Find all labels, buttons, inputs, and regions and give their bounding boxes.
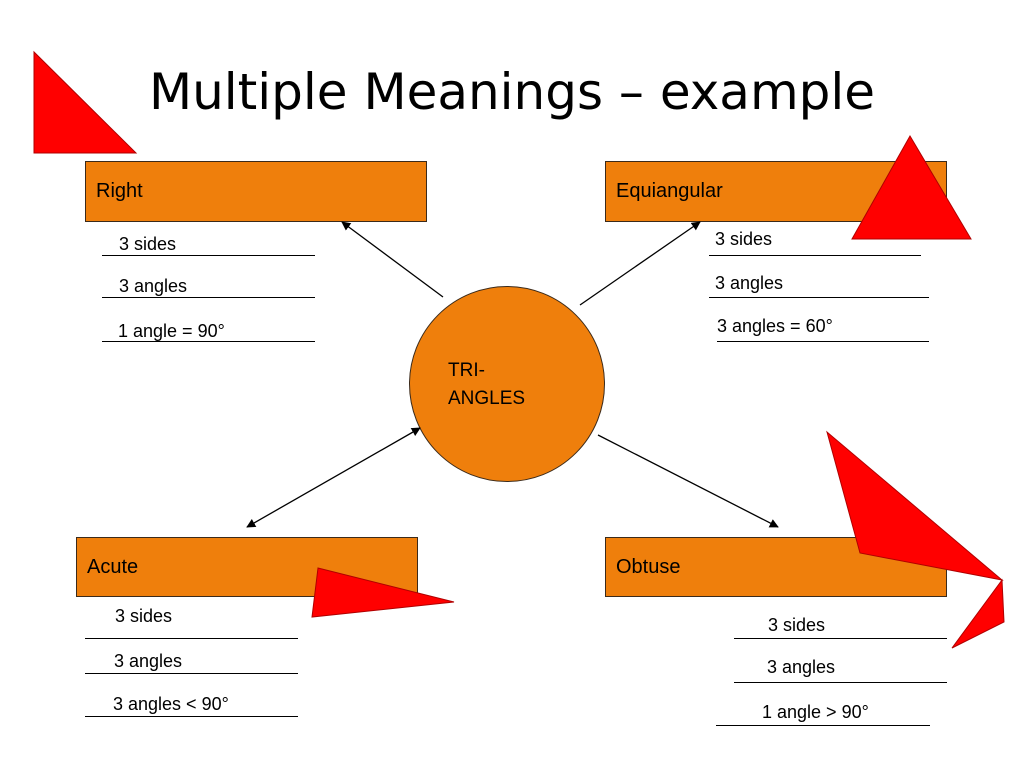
equiangular-fact-measure: 3 angles = 60°	[717, 315, 929, 342]
arrow-to-obtuse	[597, 434, 779, 528]
center-label-line2: ANGLES	[448, 388, 526, 409]
right-box: Right	[85, 161, 427, 222]
right-fact-measure: 1 angle = 90°	[102, 320, 315, 342]
right-fact-sides: 3 sides	[102, 233, 315, 256]
acute-fact-angles: 3 angles	[85, 650, 298, 674]
obtuse-fact-angles: 3 angles	[734, 656, 947, 683]
acute-fact-sides: 3 sides	[85, 605, 298, 639]
right-label: Right	[96, 180, 143, 202]
equiangular-fact-angles: 3 angles	[709, 272, 929, 298]
acute-fact-measure: 3 angles < 90°	[85, 693, 298, 717]
arrow-to-acute	[246, 427, 421, 528]
obtuse-label: Obtuse	[616, 555, 681, 578]
obtuse-triangle-fragment-shape	[951, 578, 1005, 649]
right-fact-angles: 3 angles	[102, 275, 315, 298]
center-label: TRI- ANGLES	[448, 357, 558, 413]
arrow-to-right	[341, 221, 444, 298]
arrow-to-equiangular	[579, 221, 701, 306]
equiangular-label: Equiangular	[616, 180, 723, 202]
acute-triangle-shape	[311, 567, 455, 618]
equilateral-triangle-shape	[851, 135, 972, 240]
right-triangle-shape	[33, 50, 138, 154]
obtuse-triangle-shape	[826, 430, 1004, 581]
slide-title: Multiple Meanings – example	[148, 63, 876, 121]
center-label-line1: TRI-	[448, 360, 485, 381]
obtuse-fact-measure: 1 angle > 90°	[716, 701, 930, 726]
obtuse-fact-sides: 3 sides	[734, 614, 947, 639]
equiangular-fact-sides: 3 sides	[709, 228, 921, 256]
acute-label: Acute	[87, 555, 139, 578]
center-circle	[409, 286, 605, 482]
